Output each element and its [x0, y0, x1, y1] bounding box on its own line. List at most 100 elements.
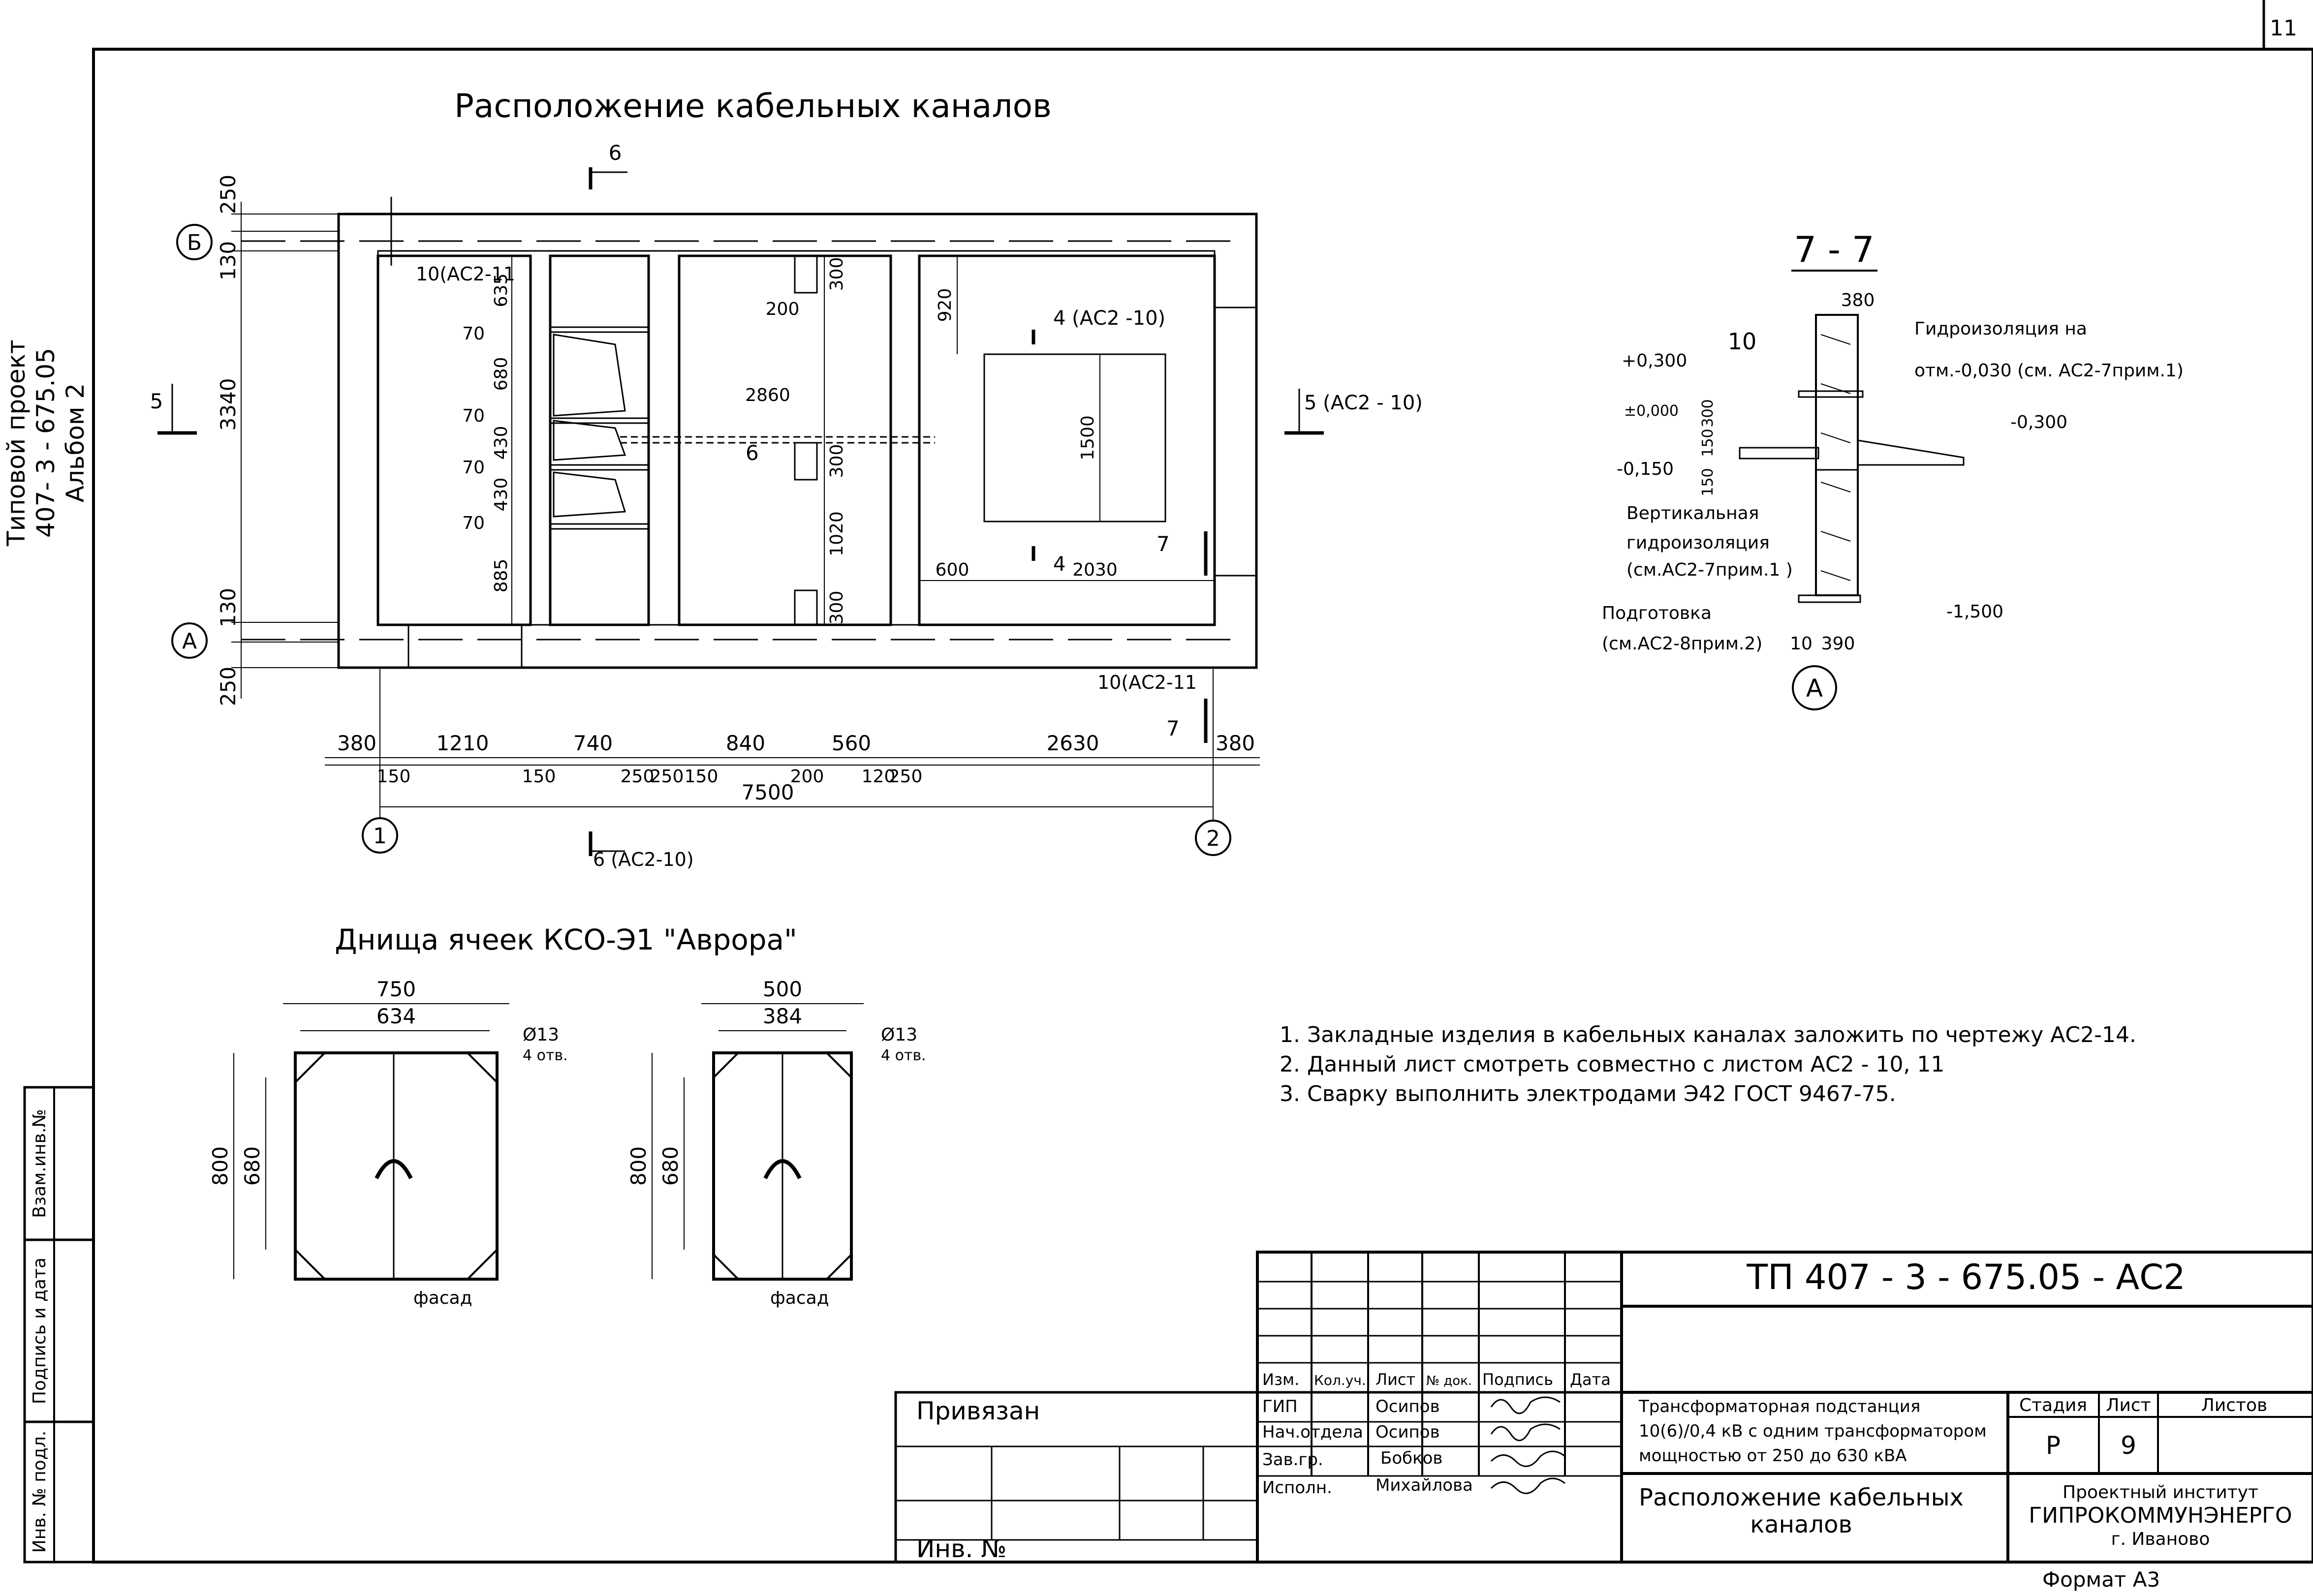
dim-left-5: 250 — [216, 667, 240, 706]
dim-left-1: 250 — [216, 175, 240, 214]
axis-1-label: 1 — [373, 824, 387, 849]
left-plate-w-outer: 750 — [376, 977, 416, 1001]
header-podpis: Подпись — [1482, 1370, 1553, 1389]
dim-mid-5: 1020 — [827, 511, 847, 556]
dim-inner-5: 430 — [491, 426, 511, 460]
header-list: Лист — [1375, 1370, 1415, 1389]
format-label: Формат А3 — [2042, 1567, 2160, 1592]
s77-level2: ±0,000 — [1624, 402, 1679, 420]
axis-a-marker — [171, 622, 208, 659]
axis-b-label: Б — [187, 230, 202, 255]
section-5-right: 5 (АС2 - 10) — [1304, 392, 1423, 414]
role-1: ГИП — [1262, 1397, 1298, 1416]
name-3: Бобков — [1380, 1448, 1442, 1468]
left-plate-facade: фасад — [413, 1288, 472, 1308]
s77-d10: 10 — [1728, 328, 1757, 355]
org-line-3: г. Иваново — [2111, 1529, 2210, 1549]
org-line-2: ГИПРОКОММУНЭНЕРГО — [2029, 1503, 2292, 1528]
s77-d150b: 150 — [1699, 468, 1717, 496]
right-plate-facade: фасад — [770, 1288, 829, 1308]
left-plate-h-outer: 800 — [208, 1146, 232, 1186]
dim-bottom2-1: 150 — [377, 767, 411, 787]
s77-gidro2: отм.-0,030 (см. АС2-7прим.1) — [1914, 361, 2184, 381]
stadiya-label: Стадия — [2019, 1395, 2087, 1415]
section-77-title: 7 - 7 — [1794, 229, 1874, 270]
dim-bottom-7: 380 — [1216, 731, 1255, 755]
dim-inner-9: 885 — [491, 559, 511, 593]
role-3: Зав.гр. — [1262, 1450, 1323, 1470]
dim-inner-7: 430 — [491, 478, 511, 512]
section-6-bottom: 6 (АС2-10) — [593, 849, 694, 870]
s77-axis-marker — [1792, 665, 1837, 710]
org-line-1: Проектный институт — [2063, 1482, 2258, 1503]
mark-6: 6 — [746, 441, 759, 465]
section-6-top: 6 — [609, 141, 622, 165]
dim-bottom-6: 2630 — [1047, 731, 1099, 755]
note-2: 2. Данный лист смотреть совместно с лист… — [1280, 1052, 1944, 1077]
dim-inner-1: 635 — [491, 274, 511, 307]
s77-vert3: (см.АС2-7прим.1 ) — [1626, 560, 1793, 580]
s77-level3: -0,150 — [1617, 459, 1674, 479]
sheet-frame: 11 — [92, 0, 2313, 1564]
dim-left-4: 130 — [216, 588, 240, 627]
dim-mid-1: 300 — [827, 257, 847, 291]
inv-no-label: Инв. № — [916, 1535, 1006, 1563]
side-label-line2: 407- 3 - 675.05 — [31, 348, 60, 538]
document-code: ТП 407 - 3 - 675.05 - АС2 — [1746, 1257, 2185, 1297]
dim-bottom2-6: 200 — [790, 767, 824, 787]
side-vzam: Взам.инв.№ — [30, 1109, 50, 1218]
axis-a-label: А — [182, 629, 197, 654]
dim-bottom-3: 740 — [573, 731, 613, 755]
stadiya-value: Р — [2046, 1431, 2061, 1460]
dim-bottom2-4: 250 — [650, 767, 684, 787]
dim-bottom-5: 560 — [832, 731, 871, 755]
section-7-a: 7 — [1156, 532, 1170, 556]
left-plate-holes: 4 отв. — [523, 1047, 568, 1064]
s77-level5: -1,500 — [1946, 602, 2003, 622]
dim-left-3: 3340 — [216, 378, 240, 431]
dim-inner-4: 70 — [462, 406, 485, 426]
right-plate-w-inner: 384 — [763, 1004, 802, 1028]
axis-1-marker — [362, 817, 398, 854]
right-plate-h-outer: 800 — [626, 1146, 651, 1186]
dim-inner-3: 680 — [491, 357, 511, 391]
list-label: Лист — [2106, 1395, 2151, 1415]
dim-inner-2: 70 — [462, 324, 485, 344]
list-value: 9 — [2121, 1431, 2136, 1460]
axis-2-marker — [1195, 820, 1231, 856]
left-plate-hole: Ø13 — [523, 1025, 559, 1045]
s77-vert1: Вертикальная — [1626, 503, 1759, 523]
side-label-line1: Типовой проект — [2, 339, 31, 547]
signature-1 — [1490, 1396, 1561, 1414]
axis-b-marker — [176, 224, 213, 260]
section-4-top: 4 (АС2 -10) — [1053, 307, 1165, 330]
dim-bottom-4: 840 — [726, 731, 765, 755]
s77-axis-label: А — [1806, 674, 1823, 703]
listov-label: Листов — [2201, 1395, 2267, 1415]
header-koluch: Кол.уч. — [1314, 1372, 1366, 1388]
dim-bottom2-8: 250 — [889, 767, 923, 787]
right-plate-h-inner: 680 — [658, 1146, 683, 1186]
sheet-title-2: каналов — [1750, 1511, 1852, 1538]
ref-10-bottom: 10(АС2-11 — [1097, 672, 1197, 693]
privyazan-label: Привязан — [916, 1397, 1040, 1425]
left-plate-w-inner: 634 — [376, 1004, 416, 1028]
dim-left-2: 130 — [216, 241, 240, 280]
side-inv-podl: Инв. № подл. — [30, 1431, 50, 1553]
plan-title: Расположение кабельных каналов — [454, 87, 1052, 125]
ref-10-top: 10(АС2-11 — [416, 263, 515, 285]
note-3: 3. Сварку выполнить электродами Э42 ГОСТ… — [1280, 1081, 1896, 1106]
axis-2-label: 2 — [1206, 826, 1220, 851]
side-stamp: Взам.инв.№ Подпись и дата Инв. № подл. — [23, 1086, 95, 1564]
description-2: 10(6)/0,4 кВ с одним трансформатором — [1639, 1421, 1987, 1441]
side-project-label: Типовой проект 407- 3 - 675.05 Альбом 2 — [2, 339, 90, 547]
right-plate-hole: Ø13 — [881, 1025, 917, 1045]
s77-vert2: гидроизоляция — [1626, 533, 1770, 553]
header-ndok: № док. — [1426, 1374, 1472, 1388]
sheet-title-1: Расположение кабельных — [1639, 1484, 1964, 1511]
dim-right-1: 920 — [935, 288, 955, 322]
dim-bottom2-2: 150 — [522, 767, 556, 787]
name-2: Осипов — [1375, 1422, 1440, 1442]
dim-bottom-2: 1210 — [437, 731, 489, 755]
